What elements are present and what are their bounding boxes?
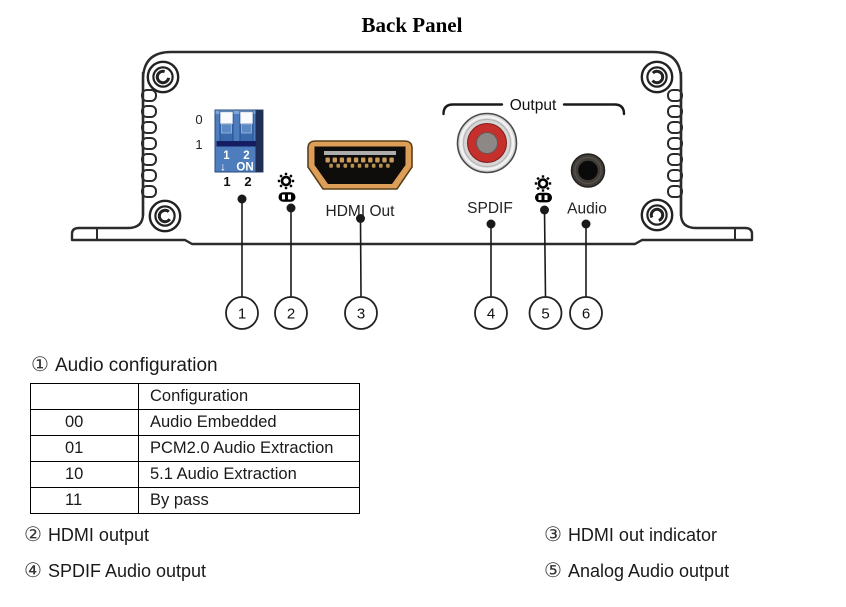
svg-text:6: 6	[582, 306, 590, 323]
legend-label: HDMI out indicator	[567, 525, 717, 545]
screw-top-right	[640, 60, 674, 94]
led-indicator-icon-audio	[534, 175, 552, 203]
legend-marker: ④	[24, 558, 42, 582]
svg-text:ON: ON	[236, 162, 253, 174]
dip-pos-label-1: 1	[223, 174, 230, 189]
table-header-row: Configuration	[30, 383, 360, 410]
legend-marker: ③	[544, 522, 562, 546]
screw-top-left	[146, 60, 180, 94]
table-row: 10 5.1 Audio Extraction	[30, 461, 360, 488]
header-code-cell	[30, 383, 139, 410]
config-cell: PCM2.0 Audio Extraction	[138, 435, 360, 462]
back-panel-diagram: 1 2 ↓ ON 0 1 1 2	[70, 50, 754, 330]
svg-text:2: 2	[287, 306, 295, 323]
svg-text:5: 5	[541, 306, 549, 323]
output-group-bracket	[442, 103, 626, 116]
header-config-cell: Configuration	[138, 383, 360, 410]
code-cell: 10	[30, 461, 139, 488]
svg-text:↓: ↓	[220, 162, 226, 174]
hdmi-port	[307, 140, 413, 190]
serration-right	[667, 89, 683, 198]
table-row: 11 By pass	[30, 487, 360, 514]
svg-text:2: 2	[243, 150, 249, 162]
spdif-label: SPDIF	[467, 200, 513, 217]
audio-config-table: Configuration 00 Audio Embedded 01 PCM2.…	[30, 383, 360, 514]
output-group-label: Output	[510, 97, 557, 114]
config-cell: 5.1 Audio Extraction	[138, 461, 360, 488]
callout-numbers: 1 2 3 4 5 6	[238, 306, 590, 323]
legend-label: SPDIF Audio output	[47, 561, 207, 581]
section1-label: Audio configuration	[54, 355, 218, 376]
svg-text:1: 1	[238, 306, 246, 323]
dip-side-label-1: 1	[195, 137, 202, 152]
config-cell: Audio Embedded	[138, 409, 360, 436]
legend-label: Analog Audio output	[567, 561, 730, 581]
screw-bottom-left	[148, 199, 182, 233]
code-cell: 01	[30, 435, 139, 462]
dip-switch: 1 2 ↓ ON 0 1 1 2	[195, 109, 264, 189]
led-indicator-icon-hdmi	[277, 172, 296, 202]
hdmi-out-label: HDMI Out	[326, 203, 396, 220]
svg-text:4: 4	[487, 306, 495, 323]
audio-label: Audio	[567, 201, 607, 218]
audio-jack-port	[570, 153, 606, 188]
svg-text:3: 3	[357, 306, 365, 323]
callout-circles	[225, 296, 603, 330]
table-row: 00 Audio Embedded	[30, 409, 360, 436]
callout-leaders	[241, 199, 587, 298]
callout-dots	[237, 194, 591, 229]
spdif-rca-port	[456, 112, 518, 174]
screw-bottom-right	[640, 198, 674, 232]
page-title: Back Panel	[361, 13, 463, 37]
dip-side-label-0: 0	[195, 112, 202, 127]
code-cell: 11	[30, 487, 139, 514]
legend-marker: ②	[24, 522, 42, 546]
svg-text:1: 1	[223, 150, 230, 162]
table-row: 01 PCM2.0 Audio Extraction	[30, 435, 360, 462]
code-cell: 00	[30, 409, 139, 436]
legend-label: HDMI output	[47, 525, 149, 545]
legend-marker: ⑤	[544, 558, 562, 582]
config-cell: By pass	[138, 487, 360, 514]
dip-pos-label-2: 2	[244, 174, 251, 189]
section1-marker: ①	[31, 352, 49, 376]
